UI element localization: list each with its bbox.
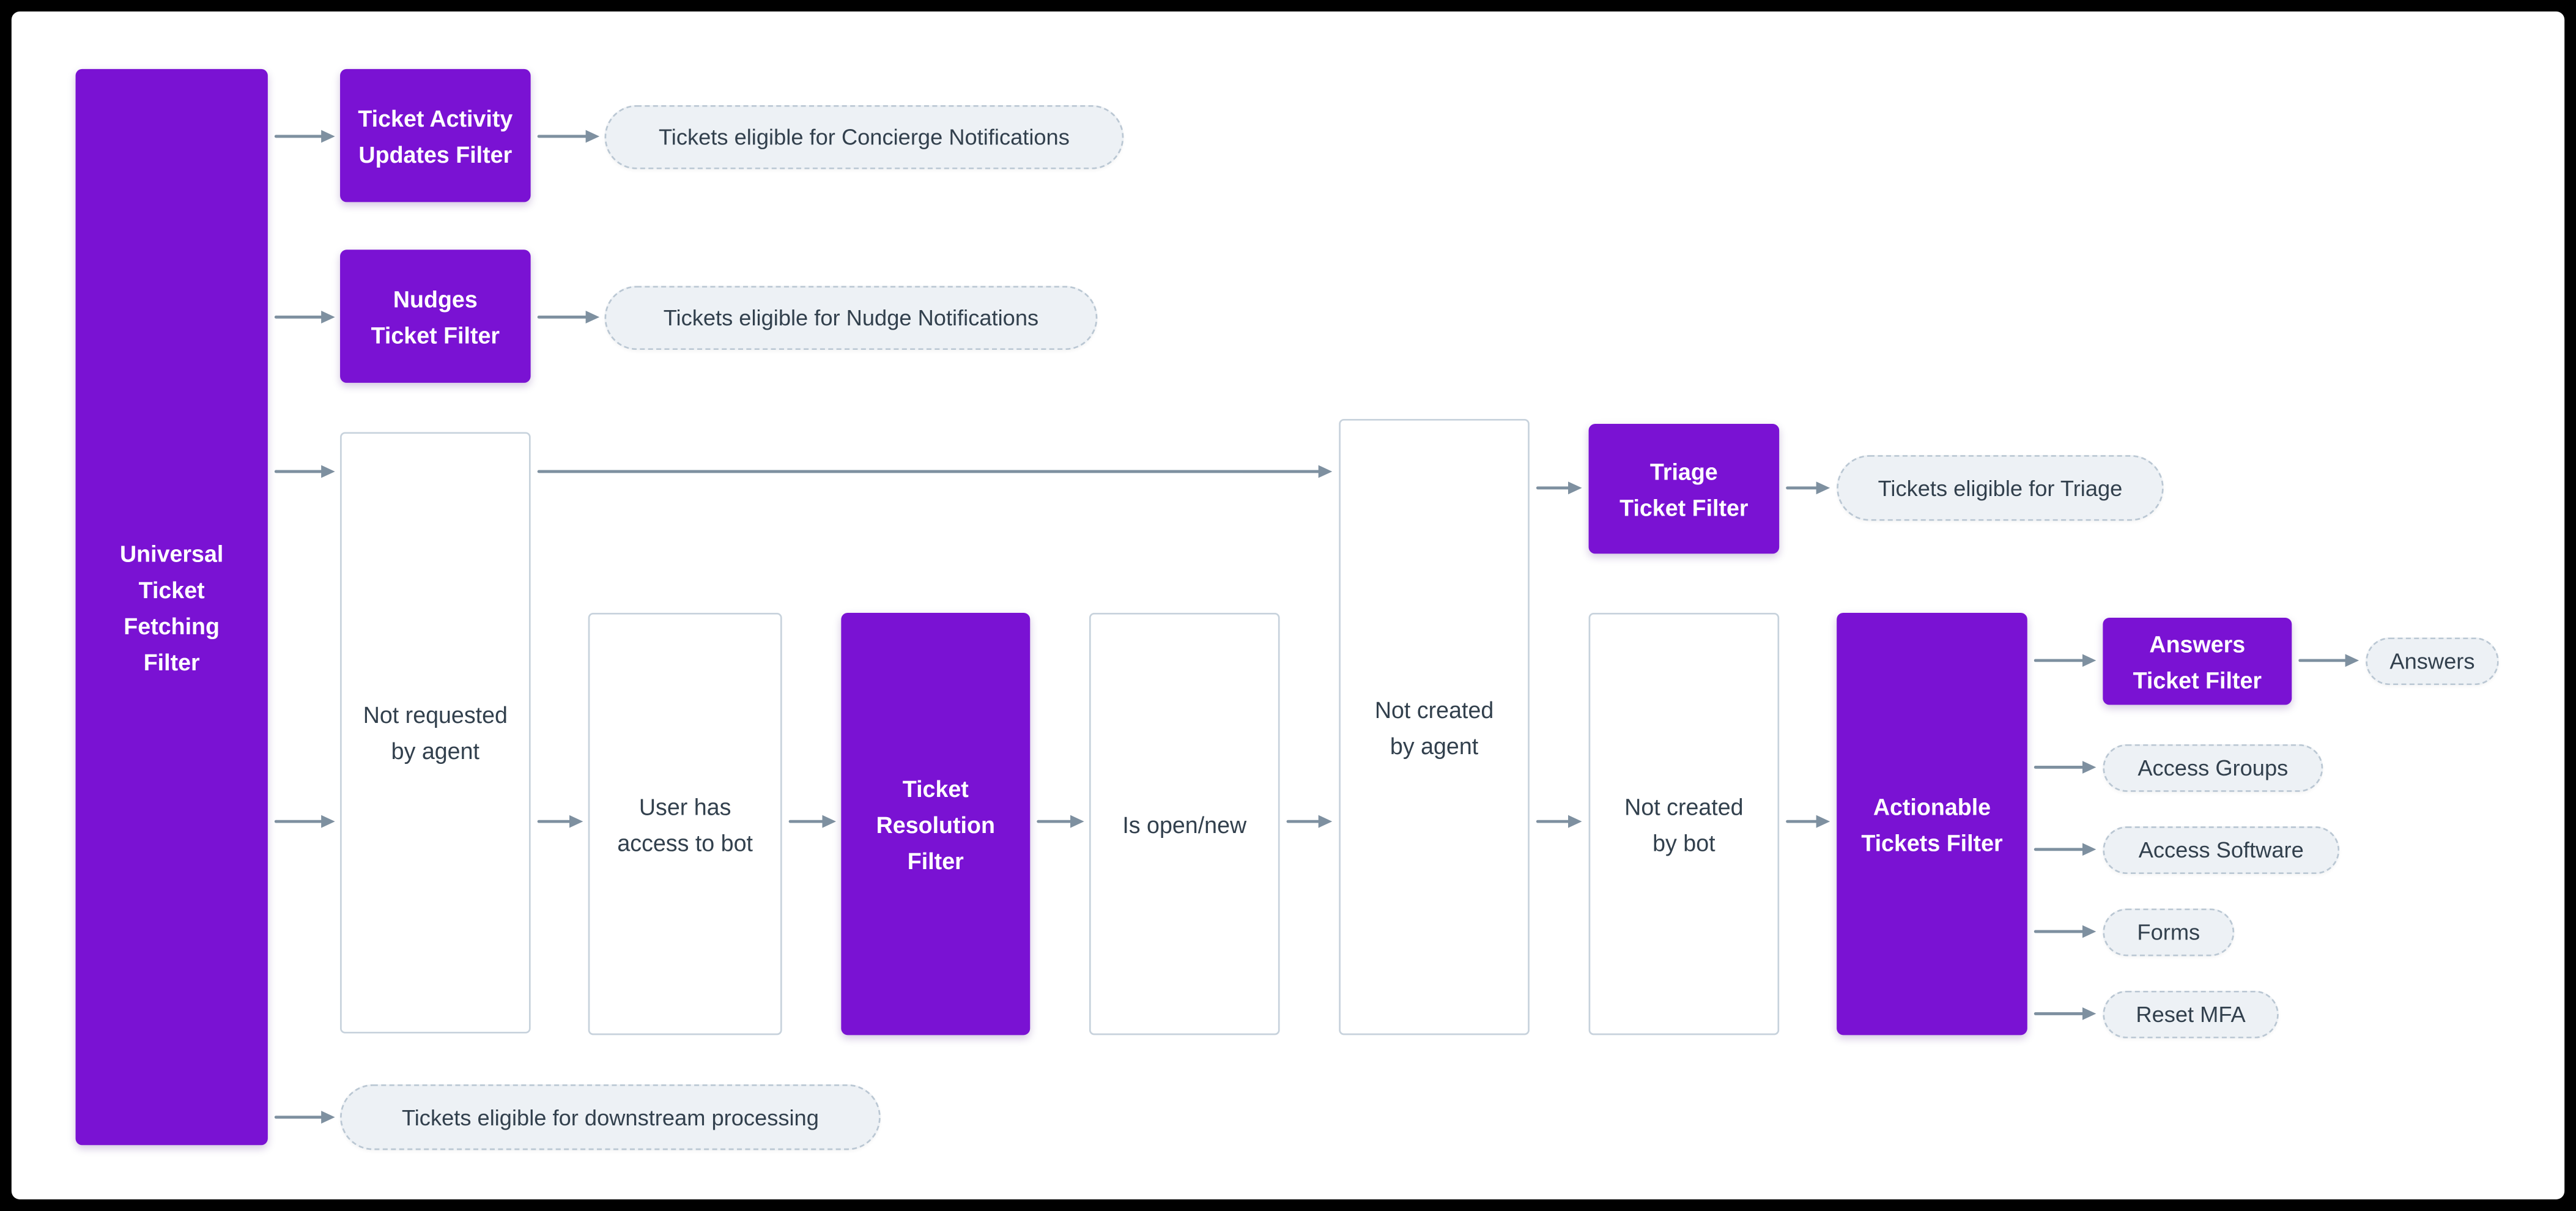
node-user-has-access-to-bot: User has access to bot — [588, 612, 782, 1035]
pill-downstream-processing: Tickets eligible for downstream processi… — [340, 1084, 881, 1150]
pill-answers: Answers — [2366, 637, 2499, 686]
pill-access-groups: Access Groups — [2103, 744, 2323, 792]
node-nudges-ticket-filter: Nudges Ticket Filter — [340, 250, 531, 383]
node-not-created-by-agent: Not created by agent — [1339, 418, 1530, 1035]
pill-concierge-notifications: Tickets eligible for Concierge Notificat… — [604, 105, 1124, 169]
node-is-open-new: Is open/new — [1089, 612, 1280, 1035]
node-actionable-tickets-filter: Actionable Tickets Filter — [1837, 612, 2027, 1035]
node-ticket-activity-updates-filter: Ticket Activity Updates Filter — [340, 69, 531, 202]
pill-reset-mfa: Reset MFA — [2103, 990, 2279, 1039]
node-not-requested-by-agent: Not requested by agent — [340, 432, 531, 1034]
node-universal-ticket-fetching-filter: Universal Ticket Fetching Filter — [75, 69, 268, 1146]
pill-triage-eligible: Tickets eligible for Triage — [1837, 455, 2164, 521]
node-triage-ticket-filter: Triage Ticket Filter — [1588, 424, 1780, 554]
pill-access-software: Access Software — [2103, 826, 2340, 875]
pill-nudge-notifications: Tickets eligible for Nudge Notifications — [604, 286, 1098, 350]
node-not-created-by-bot: Not created by bot — [1588, 612, 1780, 1035]
pill-forms: Forms — [2103, 908, 2235, 957]
node-ticket-resolution-filter: Ticket Resolution Filter — [841, 612, 1031, 1035]
node-answers-ticket-filter: Answers Ticket Filter — [2103, 618, 2292, 705]
